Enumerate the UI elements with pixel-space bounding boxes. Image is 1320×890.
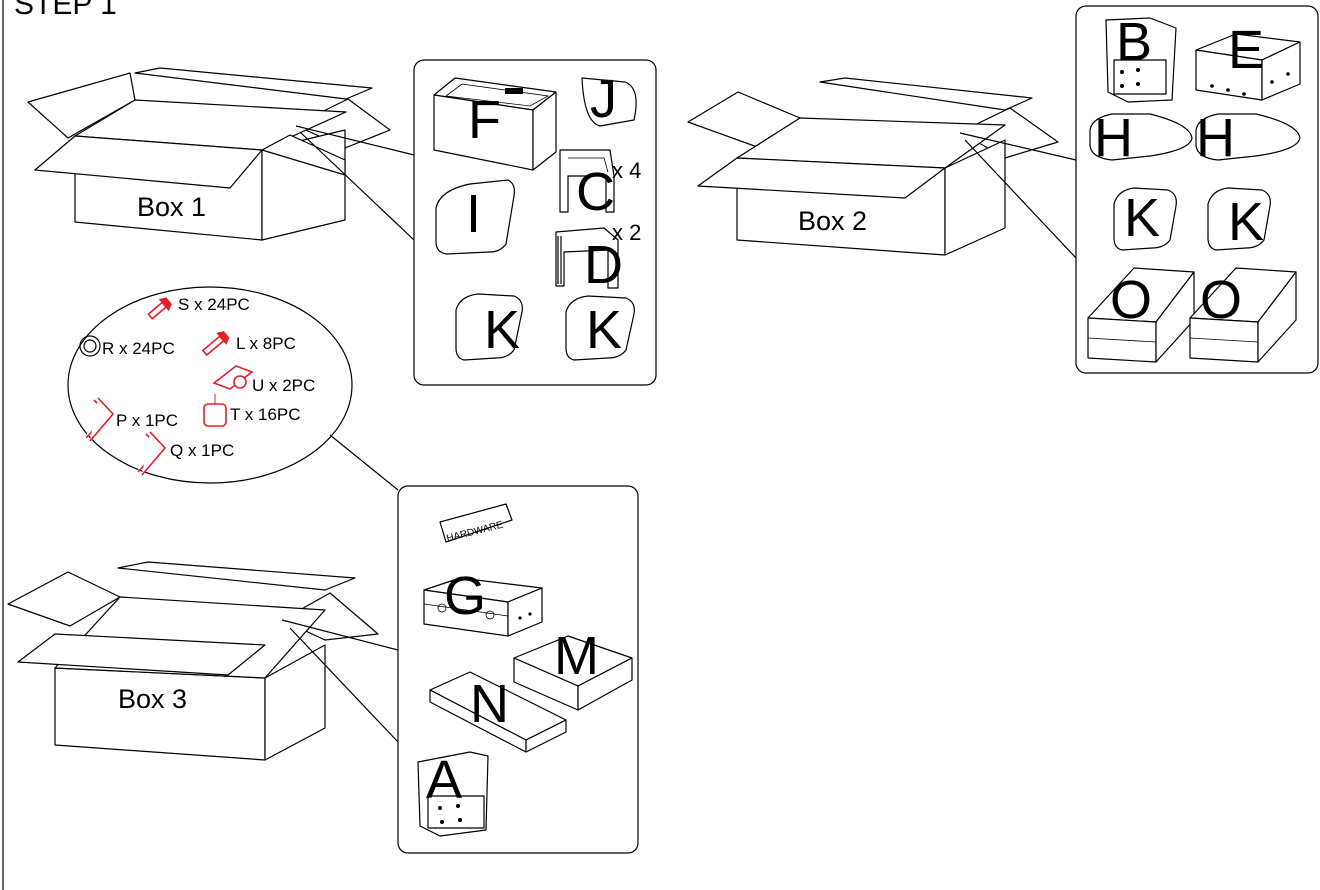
part-K-label: K	[586, 300, 622, 360]
part-O-a: O	[1087, 267, 1195, 363]
part-M: M	[513, 626, 633, 711]
callout-line	[289, 627, 399, 743]
step-title: STEP 1	[14, 0, 117, 21]
part-F-label: F	[468, 90, 501, 150]
leg-T-icon	[203, 394, 227, 427]
part-O-b: O	[1189, 267, 1297, 363]
caster-U-icon	[212, 365, 254, 390]
part-K-box1-a: K	[455, 293, 523, 361]
callout-line	[299, 131, 415, 241]
part-A: A	[417, 750, 489, 837]
part-J: J	[581, 69, 637, 129]
washer-R-icon	[79, 335, 101, 357]
box-2: Box 2	[687, 77, 1059, 256]
part-H-b: H	[1195, 108, 1301, 168]
box-2-label: Box 2	[798, 206, 867, 236]
hardware-T-label: T x 16PC	[230, 405, 301, 424]
box-3-label: Box 3	[118, 684, 187, 714]
part-C-quantity: x 4	[612, 158, 641, 183]
part-D-quantity: x 2	[612, 220, 641, 245]
part-N: N	[429, 671, 567, 753]
part-F: F	[433, 77, 557, 171]
part-O-label: O	[1200, 270, 1242, 330]
part-H-a: H	[1089, 108, 1193, 168]
part-G-label: G	[444, 566, 486, 626]
part-K-label: K	[484, 300, 520, 360]
part-K-box2-b: K	[1207, 187, 1271, 252]
callout-line	[281, 619, 399, 651]
hardware-P: P x 1PC	[85, 397, 178, 442]
hardware-L-label: L x 8PC	[236, 334, 296, 353]
part-K-label: K	[1228, 192, 1264, 252]
part-C-label: C	[576, 162, 615, 222]
part-K-box1-b: K	[565, 295, 635, 361]
bolt-L-icon	[201, 331, 230, 357]
hardware-U-label: U x 2PC	[252, 376, 315, 395]
box-1-label: Box 1	[137, 192, 206, 222]
part-H-label: H	[1094, 108, 1133, 168]
part-E-label: E	[1228, 20, 1264, 80]
part-K-label: K	[1124, 188, 1160, 248]
part-C: C x 4	[559, 149, 641, 222]
hardware-S: S x 24PC	[147, 295, 250, 320]
part-D-label: D	[584, 235, 623, 295]
hardware-U: U x 2PC	[212, 365, 315, 395]
callout-line	[329, 434, 399, 491]
hardware-Q: Q x 1PC	[137, 431, 234, 476]
box-1: Box 1	[27, 67, 391, 241]
part-I: I	[435, 179, 515, 255]
part-B-label: B	[1116, 12, 1152, 72]
part-A-label: A	[426, 750, 462, 810]
part-G: G	[423, 566, 543, 637]
part-M-label: M	[554, 626, 599, 686]
callout-line	[295, 125, 415, 156]
hardware-oval	[67, 286, 353, 484]
part-E: E	[1195, 20, 1301, 101]
part-J-label: J	[590, 69, 617, 129]
hardware-R: R x 24PC	[79, 335, 175, 358]
part-K-box2-a: K	[1113, 187, 1177, 251]
part-I-label: I	[466, 184, 481, 244]
hardware-S-label: S x 24PC	[178, 295, 250, 314]
callout-line	[964, 139, 1077, 259]
part-B: B	[1105, 12, 1177, 103]
part-N-label: N	[470, 674, 509, 734]
part-O-label: O	[1110, 270, 1152, 330]
hardware-Q-label: Q x 1PC	[170, 441, 234, 460]
callout-line	[959, 132, 1077, 161]
part-D: D x 2	[555, 220, 641, 295]
hardware-P-label: P x 1PC	[116, 411, 178, 430]
box-3: Box 3	[7, 561, 379, 761]
hardware-T: T x 16PC	[203, 394, 301, 427]
hardware-L: L x 8PC	[201, 331, 296, 357]
screw-S-icon	[147, 297, 172, 320]
part-H-label: H	[1196, 108, 1235, 168]
hardware-R-label: R x 24PC	[102, 339, 175, 358]
